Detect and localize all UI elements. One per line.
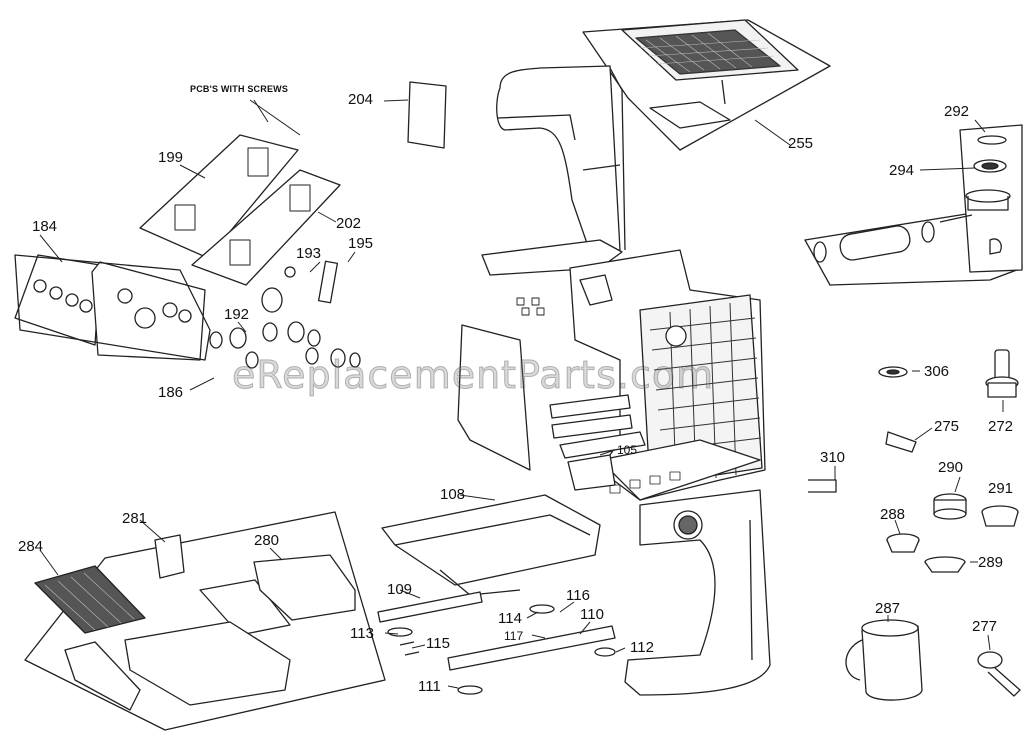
small-clips [516, 297, 545, 316]
callout-192: 192 [224, 306, 250, 323]
callout-114: 114 [498, 610, 522, 627]
right-accessories [808, 349, 1021, 701]
callout-306: 306 [924, 363, 950, 380]
callout-108: 108 [440, 486, 466, 503]
brew-group [804, 124, 1023, 286]
callout-272: 272 [988, 418, 1014, 435]
callout-184: 184 [32, 218, 58, 235]
callout-199: 199 [158, 149, 184, 166]
callout-204: 204 [348, 91, 374, 108]
pcb-note: PCB'S WITH SCREWS [190, 84, 289, 94]
top-housing-shell [481, 65, 626, 276]
callout-280: 280 [254, 532, 280, 549]
callout-111: 111 [418, 678, 441, 695]
callout-112: 112 [630, 639, 654, 656]
callout-289: 289 [978, 554, 1004, 571]
pcb-panels [139, 134, 341, 286]
callout-277: 277 [972, 618, 998, 635]
callout-193: 193 [296, 245, 322, 262]
callout-292: 292 [944, 103, 970, 120]
main-body-frame [569, 249, 766, 501]
callout-115: 115 [426, 635, 450, 652]
callout-113: 113 [350, 625, 374, 642]
callout-287: 287 [875, 600, 901, 617]
callout-281: 281 [122, 510, 148, 527]
callout-116: 116 [566, 587, 590, 604]
callout-117: 117 [504, 629, 524, 643]
callout-105: 105 [617, 443, 638, 457]
callout-110: 110 [580, 606, 604, 623]
callout-195: 195 [348, 235, 374, 252]
base-section [24, 511, 386, 731]
knobs-orings [209, 260, 361, 369]
callout-109: 109 [387, 581, 413, 598]
callout-275: 275 [934, 418, 960, 435]
tray-108 [381, 494, 601, 596]
callout-202: 202 [336, 215, 362, 232]
callout-255: 255 [788, 135, 814, 152]
callout-294: 294 [889, 162, 915, 179]
callout-291: 291 [988, 480, 1014, 497]
brackets [377, 591, 616, 695]
watermark: eReplacementParts.com [231, 353, 715, 398]
control-panel-184 [14, 254, 211, 361]
callout-186: 186 [158, 384, 184, 401]
side-panel [457, 324, 531, 471]
drip-lid-panel [582, 19, 831, 151]
callout-284: 284 [18, 538, 44, 555]
lower-front-housing [624, 489, 771, 696]
rails-105 [549, 394, 646, 491]
callout-288: 288 [880, 506, 906, 523]
leader-lines [39, 99, 1004, 689]
plate-204 [407, 81, 447, 149]
callout-290: 290 [938, 459, 964, 476]
callout-310: 310 [820, 449, 846, 466]
